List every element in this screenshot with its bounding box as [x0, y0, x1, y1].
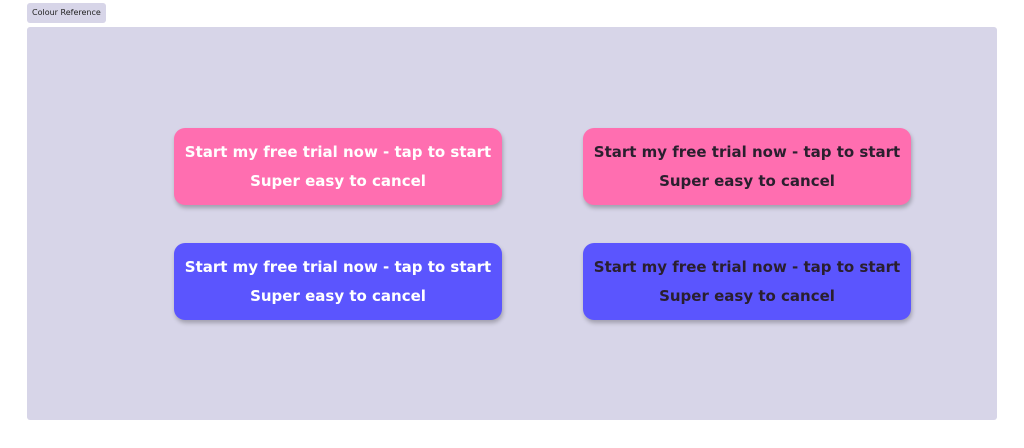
cta-line1: Start my free trial now - tap to start	[593, 142, 901, 161]
cta-line1: Start my free trial now - tap to start	[184, 142, 492, 161]
cta-line2: Super easy to cancel	[659, 171, 835, 190]
preview-panel	[27, 27, 997, 420]
colour-reference-label: Colour Reference	[27, 3, 106, 23]
cta-line1: Start my free trial now - tap to start	[184, 257, 492, 276]
cta-line2: Super easy to cancel	[250, 171, 426, 190]
cta-line2: Super easy to cancel	[250, 286, 426, 305]
cta-line2: Super easy to cancel	[659, 286, 835, 305]
cta-line1: Start my free trial now - tap to start	[593, 257, 901, 276]
